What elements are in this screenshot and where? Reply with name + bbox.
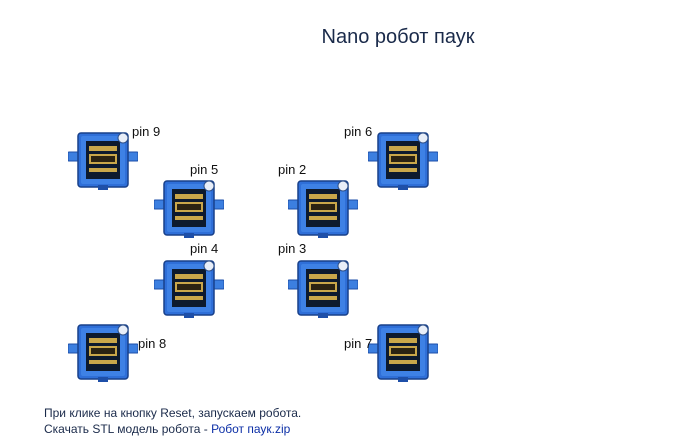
pin-label: pin 2	[278, 162, 307, 177]
servo-motor-icon	[153, 258, 225, 323]
servo-motor-icon	[67, 322, 139, 387]
pin-label: pin 4	[190, 241, 219, 256]
page-title: Nano робот паук	[321, 26, 475, 48]
pin-label: pin 3	[278, 241, 307, 256]
stl-download-link[interactable]: Робот паук.zip	[211, 422, 291, 436]
servo-motor-icon	[287, 258, 359, 323]
servo-motor-icon	[367, 322, 439, 387]
servo-motor-icon	[367, 130, 439, 195]
pin-label: pin 9	[132, 124, 161, 139]
servo-motor-icon	[287, 178, 359, 243]
download-prefix: Скачать STL модель робота -	[44, 422, 212, 436]
pin-label: pin 6	[344, 124, 373, 139]
servo-motor-icon	[67, 130, 139, 195]
download-line: Скачать STL модель робота - Робот паук.z…	[44, 421, 301, 437]
pin-label: pin 8	[138, 336, 167, 351]
pin-label: pin 5	[190, 162, 219, 177]
servo-motor-icon	[153, 178, 225, 243]
footer: При клике на кнопку Reset, запускаем роб…	[44, 405, 301, 437]
reset-instruction: При клике на кнопку Reset, запускаем роб…	[44, 406, 302, 420]
pin-label: pin 7	[344, 336, 373, 351]
